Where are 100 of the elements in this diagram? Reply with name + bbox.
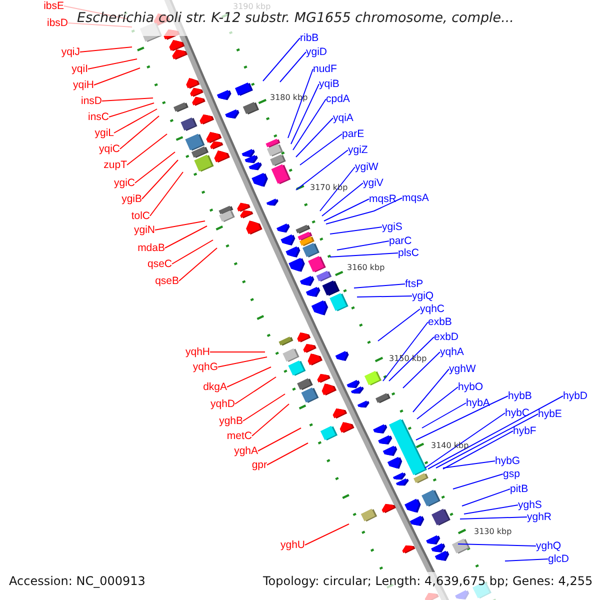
gene-label: pitB <box>510 483 528 495</box>
gene-label: qseB <box>155 275 179 287</box>
gene-label: yghQ <box>536 540 562 552</box>
leader-line <box>322 182 364 216</box>
leader-line <box>134 152 176 184</box>
gene-label: hybC <box>505 407 530 419</box>
leader-line <box>326 198 402 224</box>
leader-line <box>424 412 506 468</box>
leader-line <box>336 240 390 250</box>
gene-label: qseC <box>147 258 172 270</box>
leader-line <box>452 474 504 490</box>
leader-line <box>290 84 320 144</box>
leader-line <box>330 226 382 234</box>
leader-line <box>442 430 514 470</box>
gene-label: parC <box>389 235 412 247</box>
gene-label: hybF <box>513 425 536 437</box>
leader-line <box>288 68 314 138</box>
gene-label: zupT <box>104 159 127 171</box>
scale-label: 3130 kbp <box>474 527 512 537</box>
leader-line <box>464 504 518 514</box>
gene-label: ygiS <box>382 221 402 233</box>
gene-label: yghA <box>234 445 258 457</box>
leader-line <box>460 516 528 520</box>
leader-line <box>252 404 290 436</box>
gene-label: yqhG <box>192 361 218 373</box>
leader-line <box>126 134 168 166</box>
accession-text: Accession: NC_000913 <box>9 574 146 588</box>
leader-line <box>422 402 466 428</box>
gene-label: dkgA <box>203 381 227 393</box>
gene-label: yghB <box>219 415 243 427</box>
gene-label: yqiB <box>319 78 340 90</box>
gene-label: hybA <box>466 397 490 409</box>
gene-label: exbB <box>428 316 452 328</box>
gene-label: yghS <box>518 499 542 511</box>
leader-line <box>378 308 420 342</box>
gene-label: yqiJ <box>61 46 80 58</box>
gene-label: yqiC <box>98 143 120 155</box>
gene-label: insD <box>80 95 102 107</box>
leader-line <box>108 102 154 118</box>
leader-line <box>436 414 538 468</box>
leader-line <box>262 38 300 82</box>
gene-label: ygiW <box>355 161 378 173</box>
leader-line <box>218 356 268 368</box>
leader-line <box>80 46 132 52</box>
leader-line <box>504 558 548 562</box>
gene-label: ygiL <box>94 127 114 139</box>
leader-line <box>266 442 308 466</box>
leader-line <box>242 394 286 422</box>
leader-line <box>300 134 342 166</box>
leader-line <box>120 116 160 150</box>
leader-line <box>458 544 536 546</box>
leader-line <box>94 68 140 86</box>
gene-label: ygiB <box>122 193 142 205</box>
leader-line <box>178 248 218 282</box>
gene-label: ygiZ <box>348 144 368 156</box>
gene-label: hybE <box>538 408 562 420</box>
gene-label: mdaB <box>138 242 165 254</box>
gene-label: yqhC <box>420 303 445 315</box>
gene-label: insC <box>88 111 109 123</box>
leader-line <box>234 376 276 404</box>
leader-line <box>296 150 348 190</box>
leader-line <box>412 368 450 412</box>
leader-line <box>296 118 334 158</box>
gene-label: yqiH <box>72 79 94 91</box>
gene-label: yqiI <box>72 63 88 75</box>
leader-line <box>462 488 510 506</box>
gene-label: yqhD <box>210 398 235 410</box>
gene-label: gsp <box>503 468 520 480</box>
gene-label: tolC <box>131 210 150 222</box>
gene-label: nudF <box>313 63 337 75</box>
leader-line <box>142 160 178 200</box>
gene-label: yghW <box>449 363 476 375</box>
gene-label: parE <box>342 128 364 140</box>
gene-label: hybO <box>458 381 484 393</box>
gene-label: exbD <box>434 331 459 343</box>
gene-label: yghU <box>280 539 305 551</box>
gene-label: mqsR <box>369 193 396 205</box>
leader-line <box>150 172 184 216</box>
leader-line <box>164 226 208 248</box>
leader-line <box>428 396 564 470</box>
gene-label: mqsA <box>402 192 429 204</box>
gene-label: metC <box>226 430 252 442</box>
leader-line <box>320 166 356 212</box>
leader-line <box>324 198 370 222</box>
leader-line <box>304 524 350 546</box>
gene-label: glcD <box>548 553 570 565</box>
leader-line <box>172 240 214 264</box>
leader-line <box>154 220 206 230</box>
leader-line <box>280 52 306 82</box>
gene-label: ibsD <box>46 17 68 29</box>
leader-line <box>354 284 406 288</box>
leader-line <box>388 336 434 382</box>
leader-line <box>292 98 326 150</box>
gene-label: yqhH <box>185 346 210 358</box>
leader-line <box>402 352 440 388</box>
leader-line <box>416 396 508 440</box>
gene-label: gpr <box>252 459 267 471</box>
leader-line <box>114 108 158 134</box>
gene-label: ygiD <box>306 46 328 58</box>
gene-label: yghR <box>527 511 552 523</box>
